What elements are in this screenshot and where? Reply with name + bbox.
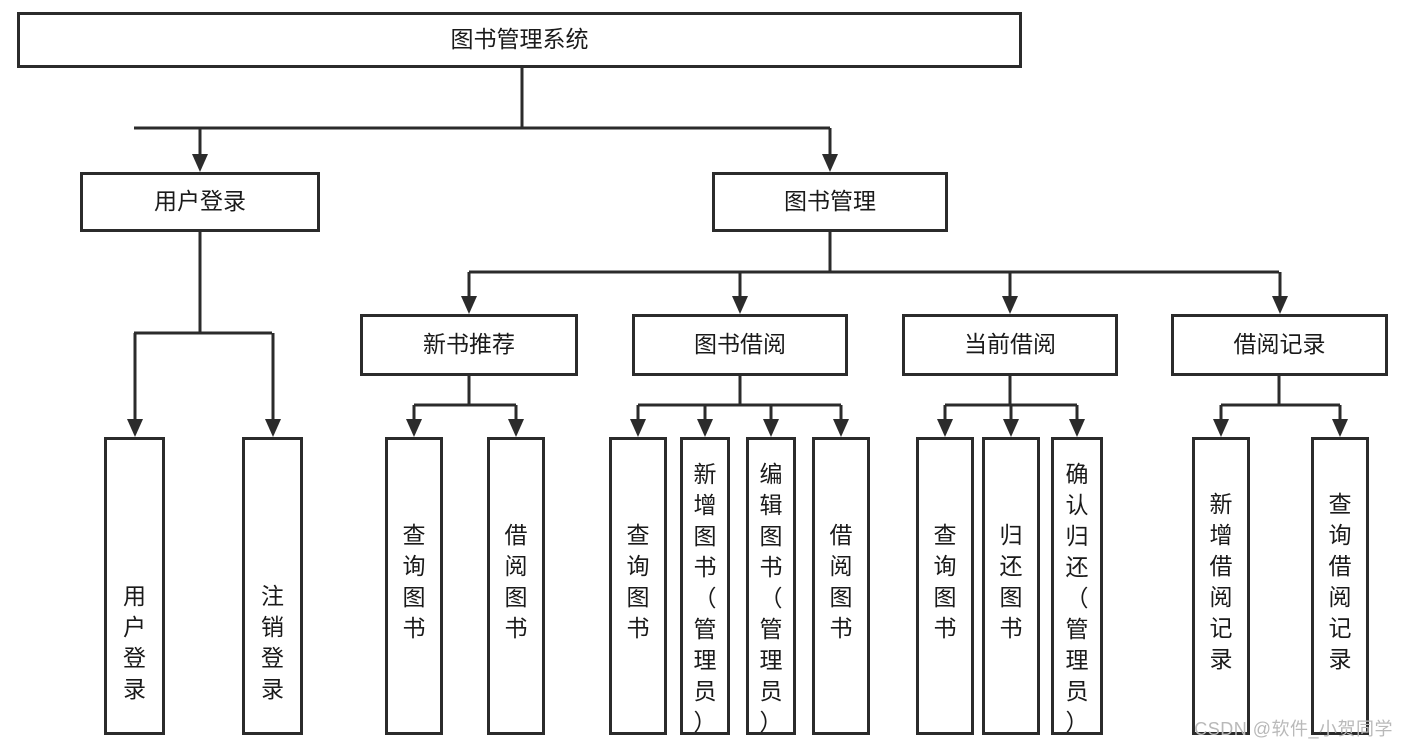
edge-user-login-to-leaf-logout-arrowhead [265,419,281,437]
node-box-leaf-query-record[interactable] [1311,437,1369,735]
edge-book-manage-to-book-borrow-arrowhead [732,296,748,314]
node-label-leaf-confirm-return: 确认归还（管理员） [1066,461,1089,735]
node-book-manage[interactable]: 图书管理 [712,172,948,232]
node-label-book-manage: 图书管理 [784,188,876,214]
node-leaf-borrow-book-2[interactable]: 借阅图书 [812,437,870,735]
node-label-leaf-edit-book: 编辑图书（管理员） [760,461,783,735]
node-user-login[interactable]: 用户登录 [80,172,320,232]
node-label-borrow-record: 借阅记录 [1234,331,1326,357]
node-box-root[interactable] [17,12,1022,68]
edge-user-login-to-leaf-user-login-arrowhead [127,419,143,437]
node-leaf-query-book-1[interactable]: 查询图书 [385,437,443,735]
node-root[interactable]: 图书管理系统 [17,12,1022,68]
node-label-leaf-add-record: 新增借阅记录 [1210,491,1233,672]
node-box-leaf-query-book-2[interactable] [609,437,667,735]
edge-book-borrow-to-leaf-edit-book-arrowhead [763,419,779,437]
node-book-borrow[interactable]: 图书借阅 [632,314,848,376]
edge-new-book-rec-to-leaf-borrow-book-1-arrowhead [508,419,524,437]
node-label-leaf-query-book-2: 查询图书 [627,522,650,641]
node-box-current-borrow[interactable] [902,314,1118,376]
node-label-root: 图书管理系统 [451,26,589,52]
node-leaf-confirm-return[interactable]: 确认归还（管理员） [1051,437,1103,736]
edge-book-manage-to-new-book-rec-arrowhead [461,296,477,314]
node-box-book-manage[interactable] [712,172,948,232]
node-label-leaf-return-book: 归还图书 [1000,522,1023,641]
node-box-leaf-confirm-return[interactable] [1051,437,1103,735]
node-leaf-return-book[interactable]: 归还图书 [982,437,1040,735]
edge-borrow-record-to-leaf-add-record-arrowhead [1213,419,1229,437]
node-label-leaf-query-book-3: 查询图书 [934,522,957,641]
node-box-leaf-return-book[interactable] [982,437,1040,735]
edge-root-to-book-manage-arrowhead [822,154,838,172]
nodes-layer: 图书管理系统用户登录图书管理新书推荐图书借阅当前借阅借阅记录用户登录注销登录查询… [17,12,1388,736]
edge-current-borrow-to-leaf-confirm-return-arrowhead [1069,419,1085,437]
node-leaf-add-record[interactable]: 新增借阅记录 [1192,437,1250,735]
edge-current-borrow-to-leaf-return-book-arrowhead [1003,419,1019,437]
node-box-leaf-edit-book[interactable] [746,437,796,735]
node-label-leaf-logout: 注销登录 [261,583,284,702]
node-label-leaf-user-login: 用户登录 [123,583,146,702]
node-box-leaf-add-book[interactable] [680,437,730,735]
node-box-leaf-add-record[interactable] [1192,437,1250,735]
edge-root-to-user-login-arrowhead [192,154,208,172]
node-label-leaf-borrow-book-2: 借阅图书 [830,522,853,641]
node-label-user-login: 用户登录 [154,188,246,214]
edge-book-manage-to-borrow-record-arrowhead [1272,296,1288,314]
node-current-borrow[interactable]: 当前借阅 [902,314,1118,376]
node-leaf-borrow-book-1[interactable]: 借阅图书 [487,437,545,735]
node-box-leaf-borrow-book-2[interactable] [812,437,870,735]
node-leaf-user-login[interactable]: 用户登录 [104,437,165,735]
node-leaf-query-book-3[interactable]: 查询图书 [916,437,974,735]
edge-book-borrow-to-leaf-borrow-book-2-arrowhead [833,419,849,437]
node-leaf-edit-book[interactable]: 编辑图书（管理员） [746,437,796,736]
node-borrow-record[interactable]: 借阅记录 [1171,314,1388,376]
edge-book-borrow-to-leaf-add-book-arrowhead [697,419,713,437]
edge-book-borrow-to-leaf-query-book-2-arrowhead [630,419,646,437]
node-leaf-logout[interactable]: 注销登录 [242,437,303,735]
node-box-user-login[interactable] [80,172,320,232]
node-box-new-book-rec[interactable] [360,314,578,376]
edge-book-manage-to-current-borrow-arrowhead [1002,296,1018,314]
node-label-book-borrow: 图书借阅 [694,331,786,357]
edge-borrow-record-to-leaf-query-record-arrowhead [1332,419,1348,437]
node-leaf-add-book[interactable]: 新增图书（管理员） [680,437,730,736]
edge-current-borrow-to-leaf-query-book-3-arrowhead [937,419,953,437]
node-new-book-rec[interactable]: 新书推荐 [360,314,578,376]
node-box-leaf-logout[interactable] [242,437,303,735]
node-leaf-query-record[interactable]: 查询借阅记录 [1311,437,1369,735]
connectors-layer [127,68,1348,437]
node-leaf-query-book-2[interactable]: 查询图书 [609,437,667,735]
node-box-book-borrow[interactable] [632,314,848,376]
node-box-leaf-query-book-3[interactable] [916,437,974,735]
node-label-leaf-query-record: 查询借阅记录 [1329,491,1352,672]
edge-new-book-rec-to-leaf-query-book-1-arrowhead [406,419,422,437]
node-label-current-borrow: 当前借阅 [964,331,1056,357]
node-label-new-book-rec: 新书推荐 [423,331,515,357]
node-label-leaf-query-book-1: 查询图书 [403,522,426,641]
node-box-borrow-record[interactable] [1171,314,1388,376]
node-box-leaf-borrow-book-1[interactable] [487,437,545,735]
node-label-leaf-borrow-book-1: 借阅图书 [505,522,528,641]
node-label-leaf-add-book: 新增图书（管理员） [694,461,717,735]
node-box-leaf-query-book-1[interactable] [385,437,443,735]
node-box-leaf-user-login[interactable] [104,437,165,735]
